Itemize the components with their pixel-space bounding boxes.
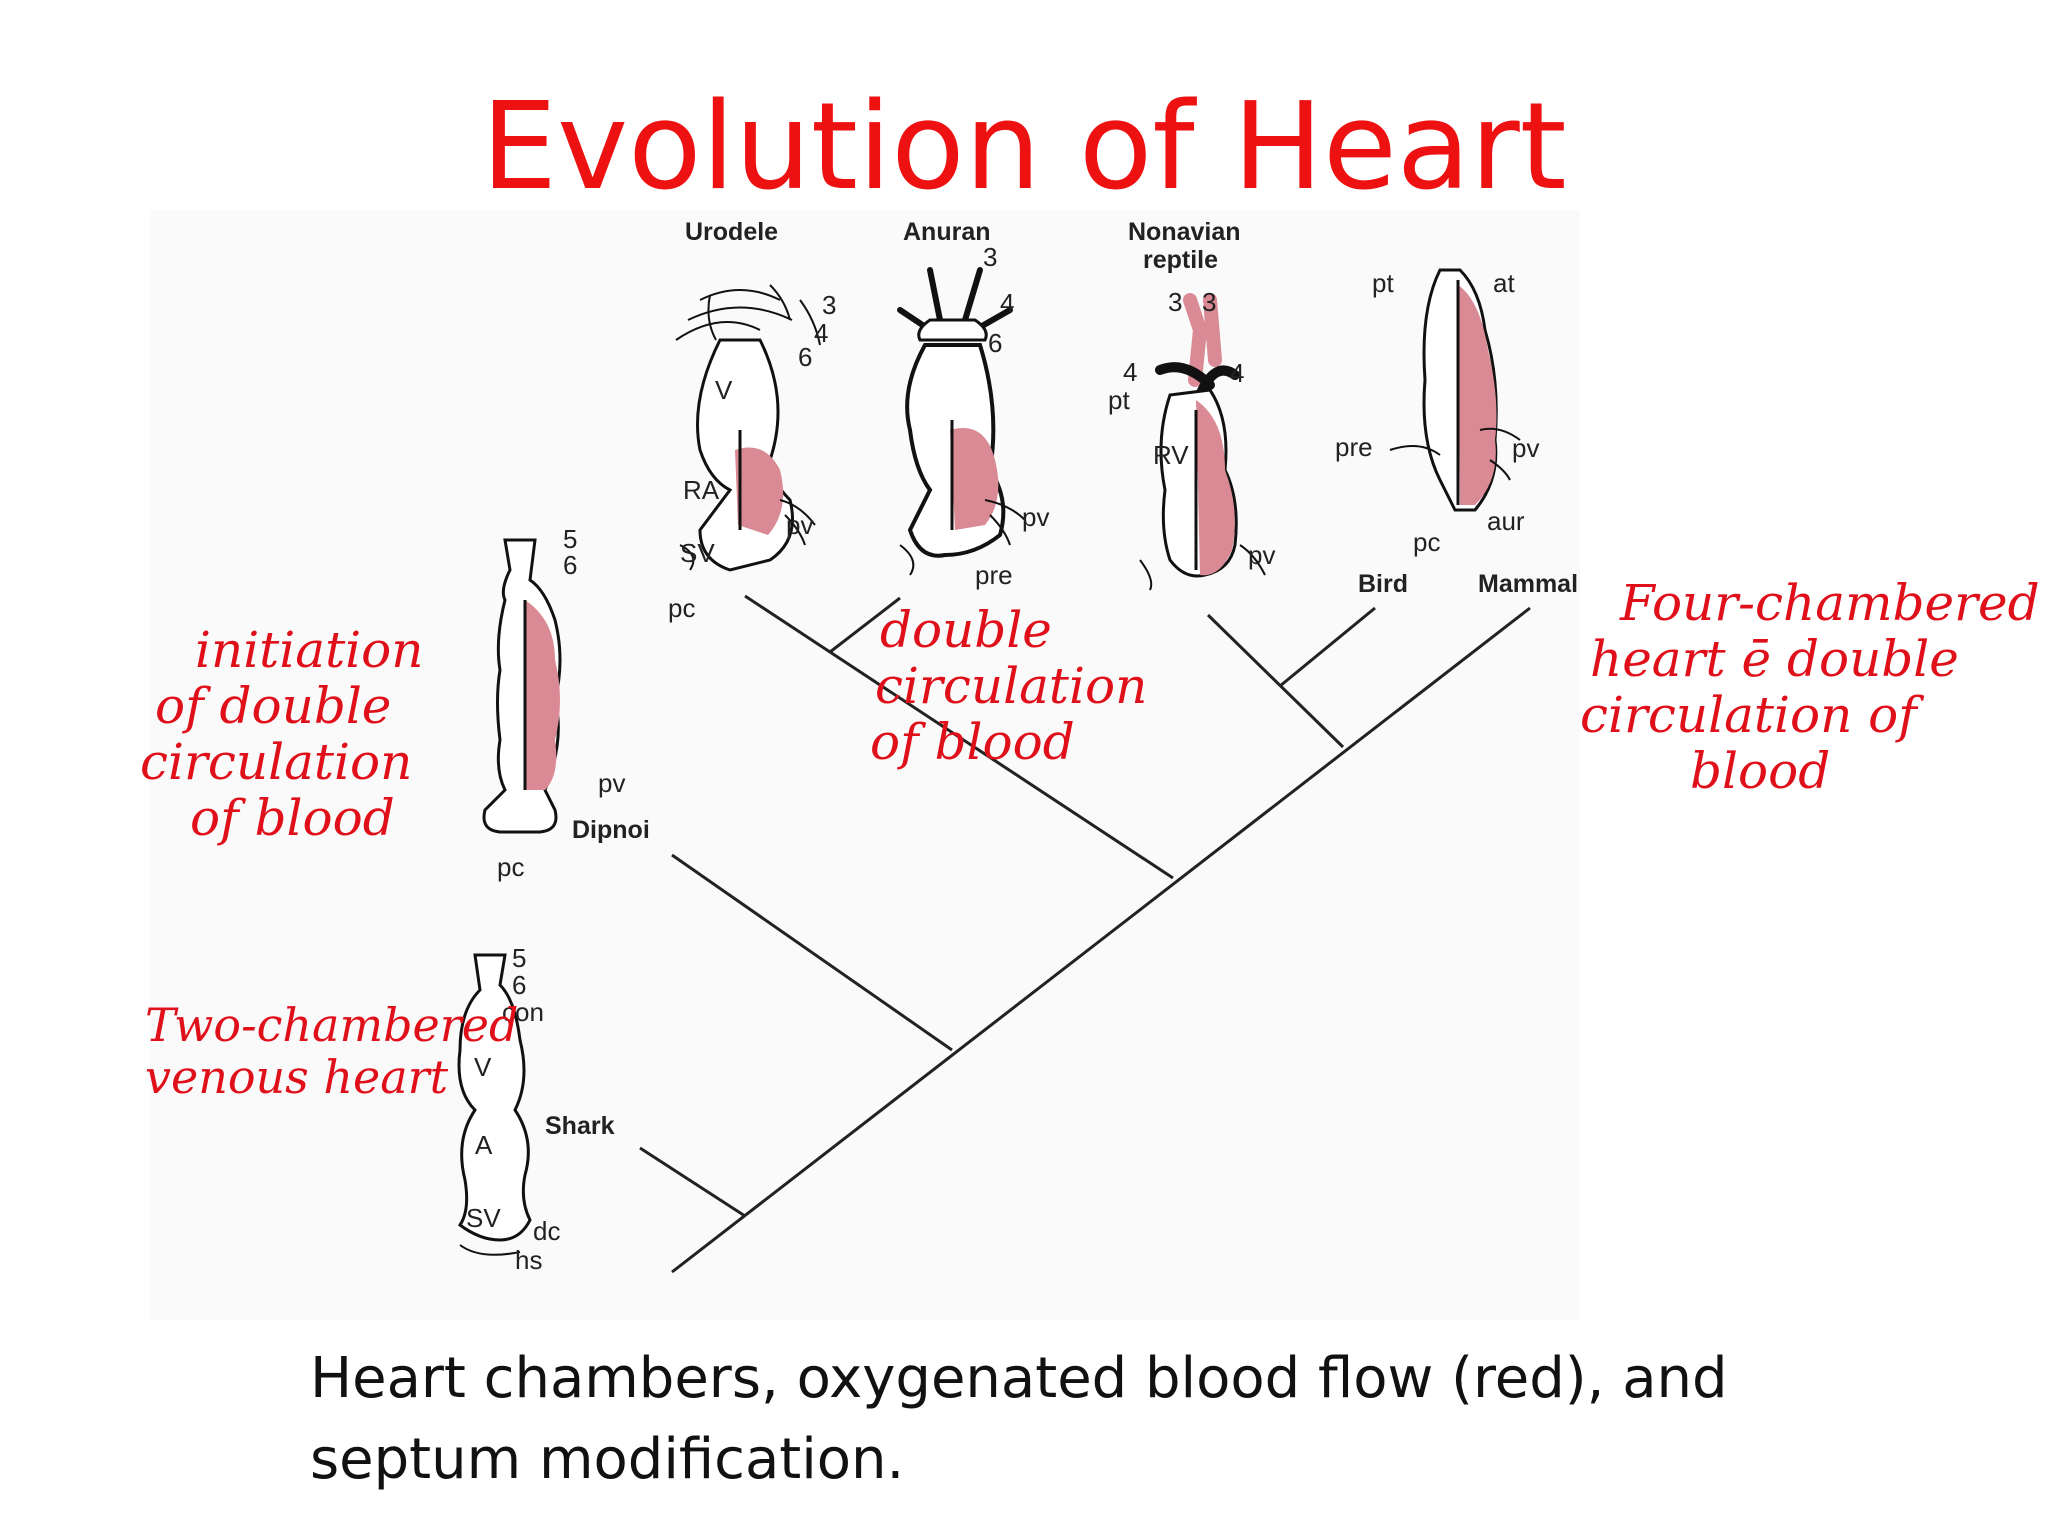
annotation-line: blood (1690, 742, 1831, 800)
reptile-arch-3a: 3 (1168, 287, 1183, 317)
urodele-right-atrium: RA (683, 475, 720, 505)
dipnoi-arch-5: 5 (563, 524, 578, 554)
annotation-mammal: Four-chambered heart ē double circulatio… (1580, 575, 2040, 799)
figure-caption: Heart chambers, oxygenated blood flow (r… (310, 1346, 1728, 1493)
urodele-ventricle: V (715, 375, 733, 405)
annotation-shark: Two-chambered venous heart (145, 998, 519, 1104)
branch-anuran (829, 596, 901, 654)
anuran-arch-3: 3 (983, 242, 998, 272)
dipnoi-pc: pc (497, 852, 525, 882)
branch-dipnoi (671, 853, 953, 1052)
shark-arch-6: 6 (512, 970, 527, 1000)
taxon-nonavian: Nonavian (1128, 218, 1241, 246)
tree-trunk (671, 606, 1531, 1274)
branch-shark (639, 1146, 746, 1218)
annotation-line: Two-chambered (145, 998, 519, 1052)
urodele-arch-4: 4 (814, 318, 829, 348)
annotation-anuran: double circulation of blood (870, 602, 1147, 770)
branch-amphibian-clade (744, 594, 1174, 880)
reptile-rv: RV (1153, 440, 1189, 470)
annotation-line: venous heart (145, 1049, 449, 1104)
urodele-pc: pc (668, 593, 696, 623)
urodele-arch-3: 3 (822, 290, 837, 320)
figure-background (150, 210, 1580, 1320)
branch-bird (1279, 606, 1376, 688)
annotation-line: circulation (875, 657, 1148, 715)
mammal-aur: aur (1487, 506, 1525, 536)
urodele-sinus-venosus: SV (680, 538, 715, 568)
annotation-line: circulation of (1580, 686, 1917, 744)
taxon-bird: Bird (1358, 570, 1408, 598)
annotation-line: of double (155, 677, 392, 735)
mammal-pt: pt (1372, 268, 1394, 298)
shark-heart (457, 953, 532, 1256)
annotation-line: double (880, 601, 1052, 659)
mammal-heart (1389, 268, 1521, 512)
shark-arch-5: 5 (512, 943, 527, 973)
annotation-line: of blood (870, 713, 1075, 771)
shark-sinus-venosus: SV (466, 1203, 501, 1233)
shark-conus: con (502, 997, 544, 1027)
taxon-urodele: Urodele (685, 218, 779, 246)
reptile-heart (1139, 293, 1266, 591)
shark-atrium: A (475, 1130, 493, 1160)
anuran-arch-6: 6 (988, 328, 1003, 358)
annotation-line: Four-chambered (1620, 574, 2040, 632)
annotation-line: initiation (195, 621, 424, 679)
taxon-dipnoi: Dipnoi (572, 816, 650, 844)
taxon-reptile: reptile (1143, 246, 1219, 274)
mammal-pre: pre (1335, 432, 1373, 462)
shark-hs: hs (515, 1245, 543, 1275)
taxon-anuran: Anuran (903, 218, 991, 246)
branch-reptile (1206, 613, 1345, 749)
anuran-arch-4: 4 (1000, 288, 1015, 318)
urodele-heart (675, 284, 821, 572)
mammal-pc: pc (1413, 527, 1441, 557)
annotation-line: heart ē double (1590, 630, 1959, 688)
slide-title: Evolution of Heart (481, 78, 1567, 217)
shark-ventricle: V (474, 1052, 492, 1082)
anuran-pre: pre (975, 560, 1013, 590)
shark-dc: dc (533, 1216, 561, 1246)
annotation-line: of blood (190, 789, 395, 847)
dipnoi-pv: pv (598, 768, 626, 798)
phylogenetic-tree (639, 594, 1531, 1274)
reptile-pt: pt (1108, 385, 1130, 415)
taxon-shark: Shark (545, 1112, 615, 1140)
taxon-mammal: Mammal (1478, 570, 1579, 598)
reptile-arch-4-right: 4 (1230, 358, 1245, 388)
reptile-arch-3b: 3 (1202, 287, 1217, 317)
mammal-at: at (1493, 268, 1515, 298)
reptile-arch-4-left: 4 (1123, 357, 1138, 387)
annotation-line: circulation (140, 733, 413, 791)
annotation-dipnoi: initiation of double circulation of bloo… (140, 622, 423, 846)
dipnoi-heart (482, 538, 562, 834)
anuran-heart (897, 267, 1026, 576)
urodele-arch-6: 6 (798, 342, 813, 372)
mammal-pv: pv (1512, 433, 1540, 463)
anuran-pv: pv (1022, 502, 1050, 532)
urodele-pv: pv (786, 510, 814, 540)
dipnoi-arch-6: 6 (563, 550, 578, 580)
reptile-pv: pv (1248, 540, 1276, 570)
